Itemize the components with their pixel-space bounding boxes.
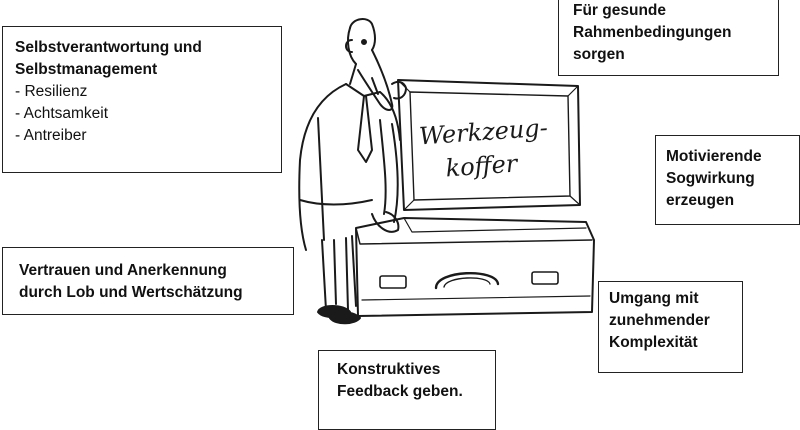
trust-line-2: durch Lob und Wertschätzung (19, 284, 243, 301)
complexity-box: Umgang mit zunehmender Komplexität (598, 281, 743, 373)
healthy-conditions-line-2: Rahmenbedingungen (573, 24, 732, 41)
trust-line-1: Vertrauen und Anerkennung (19, 262, 227, 279)
motivation-line-1: Motivierende (666, 148, 762, 165)
complexity-line-1: Umgang mit (609, 290, 699, 307)
feedback-line-1: Konstruktives (337, 361, 441, 378)
trust-appreciation-box: Vertrauen und Anerkennung durch Lob und … (2, 247, 294, 315)
complexity-line-2: zunehmender (609, 312, 710, 329)
motivation-box: Motivierende Sogwirkung erzeugen (655, 135, 800, 225)
motivation-line-3: erzeugen (666, 192, 735, 209)
healthy-conditions-line-3: sorgen (573, 46, 625, 63)
lid-text-line-1: Werkzeug- (418, 114, 548, 151)
motivation-line-2: Sogwirkung (666, 170, 755, 187)
cartoon-man-with-toolbox-suitcase: Werkzeug- koffer (298, 18, 595, 325)
self-management-box: Selbstverantwortung und Selbstmanagement… (2, 26, 282, 173)
healthy-conditions-line-1: Für gesunde (573, 2, 667, 19)
cartoon-man (298, 18, 407, 325)
complexity-line-3: Komplexität (609, 334, 698, 351)
bullet-resilience: - Resilienz (15, 83, 88, 100)
feedback-box: Konstruktives Feedback geben. (318, 350, 496, 430)
lid-text-line-2: koffer (445, 149, 520, 182)
suitcase-lid: Werkzeug- koffer (397, 79, 581, 211)
bullet-drivers: - Antreiber (15, 127, 87, 144)
healthy-conditions-box: Für gesunde Rahmenbedingungen sorgen (558, 0, 779, 76)
self-management-title-line-1: Selbstverantwortung und (15, 39, 202, 56)
self-management-title-line-2: Selbstmanagement (15, 61, 158, 78)
bullet-mindfulness: - Achtsamkeit (15, 105, 109, 122)
feedback-line-2: Feedback geben. (337, 383, 463, 400)
